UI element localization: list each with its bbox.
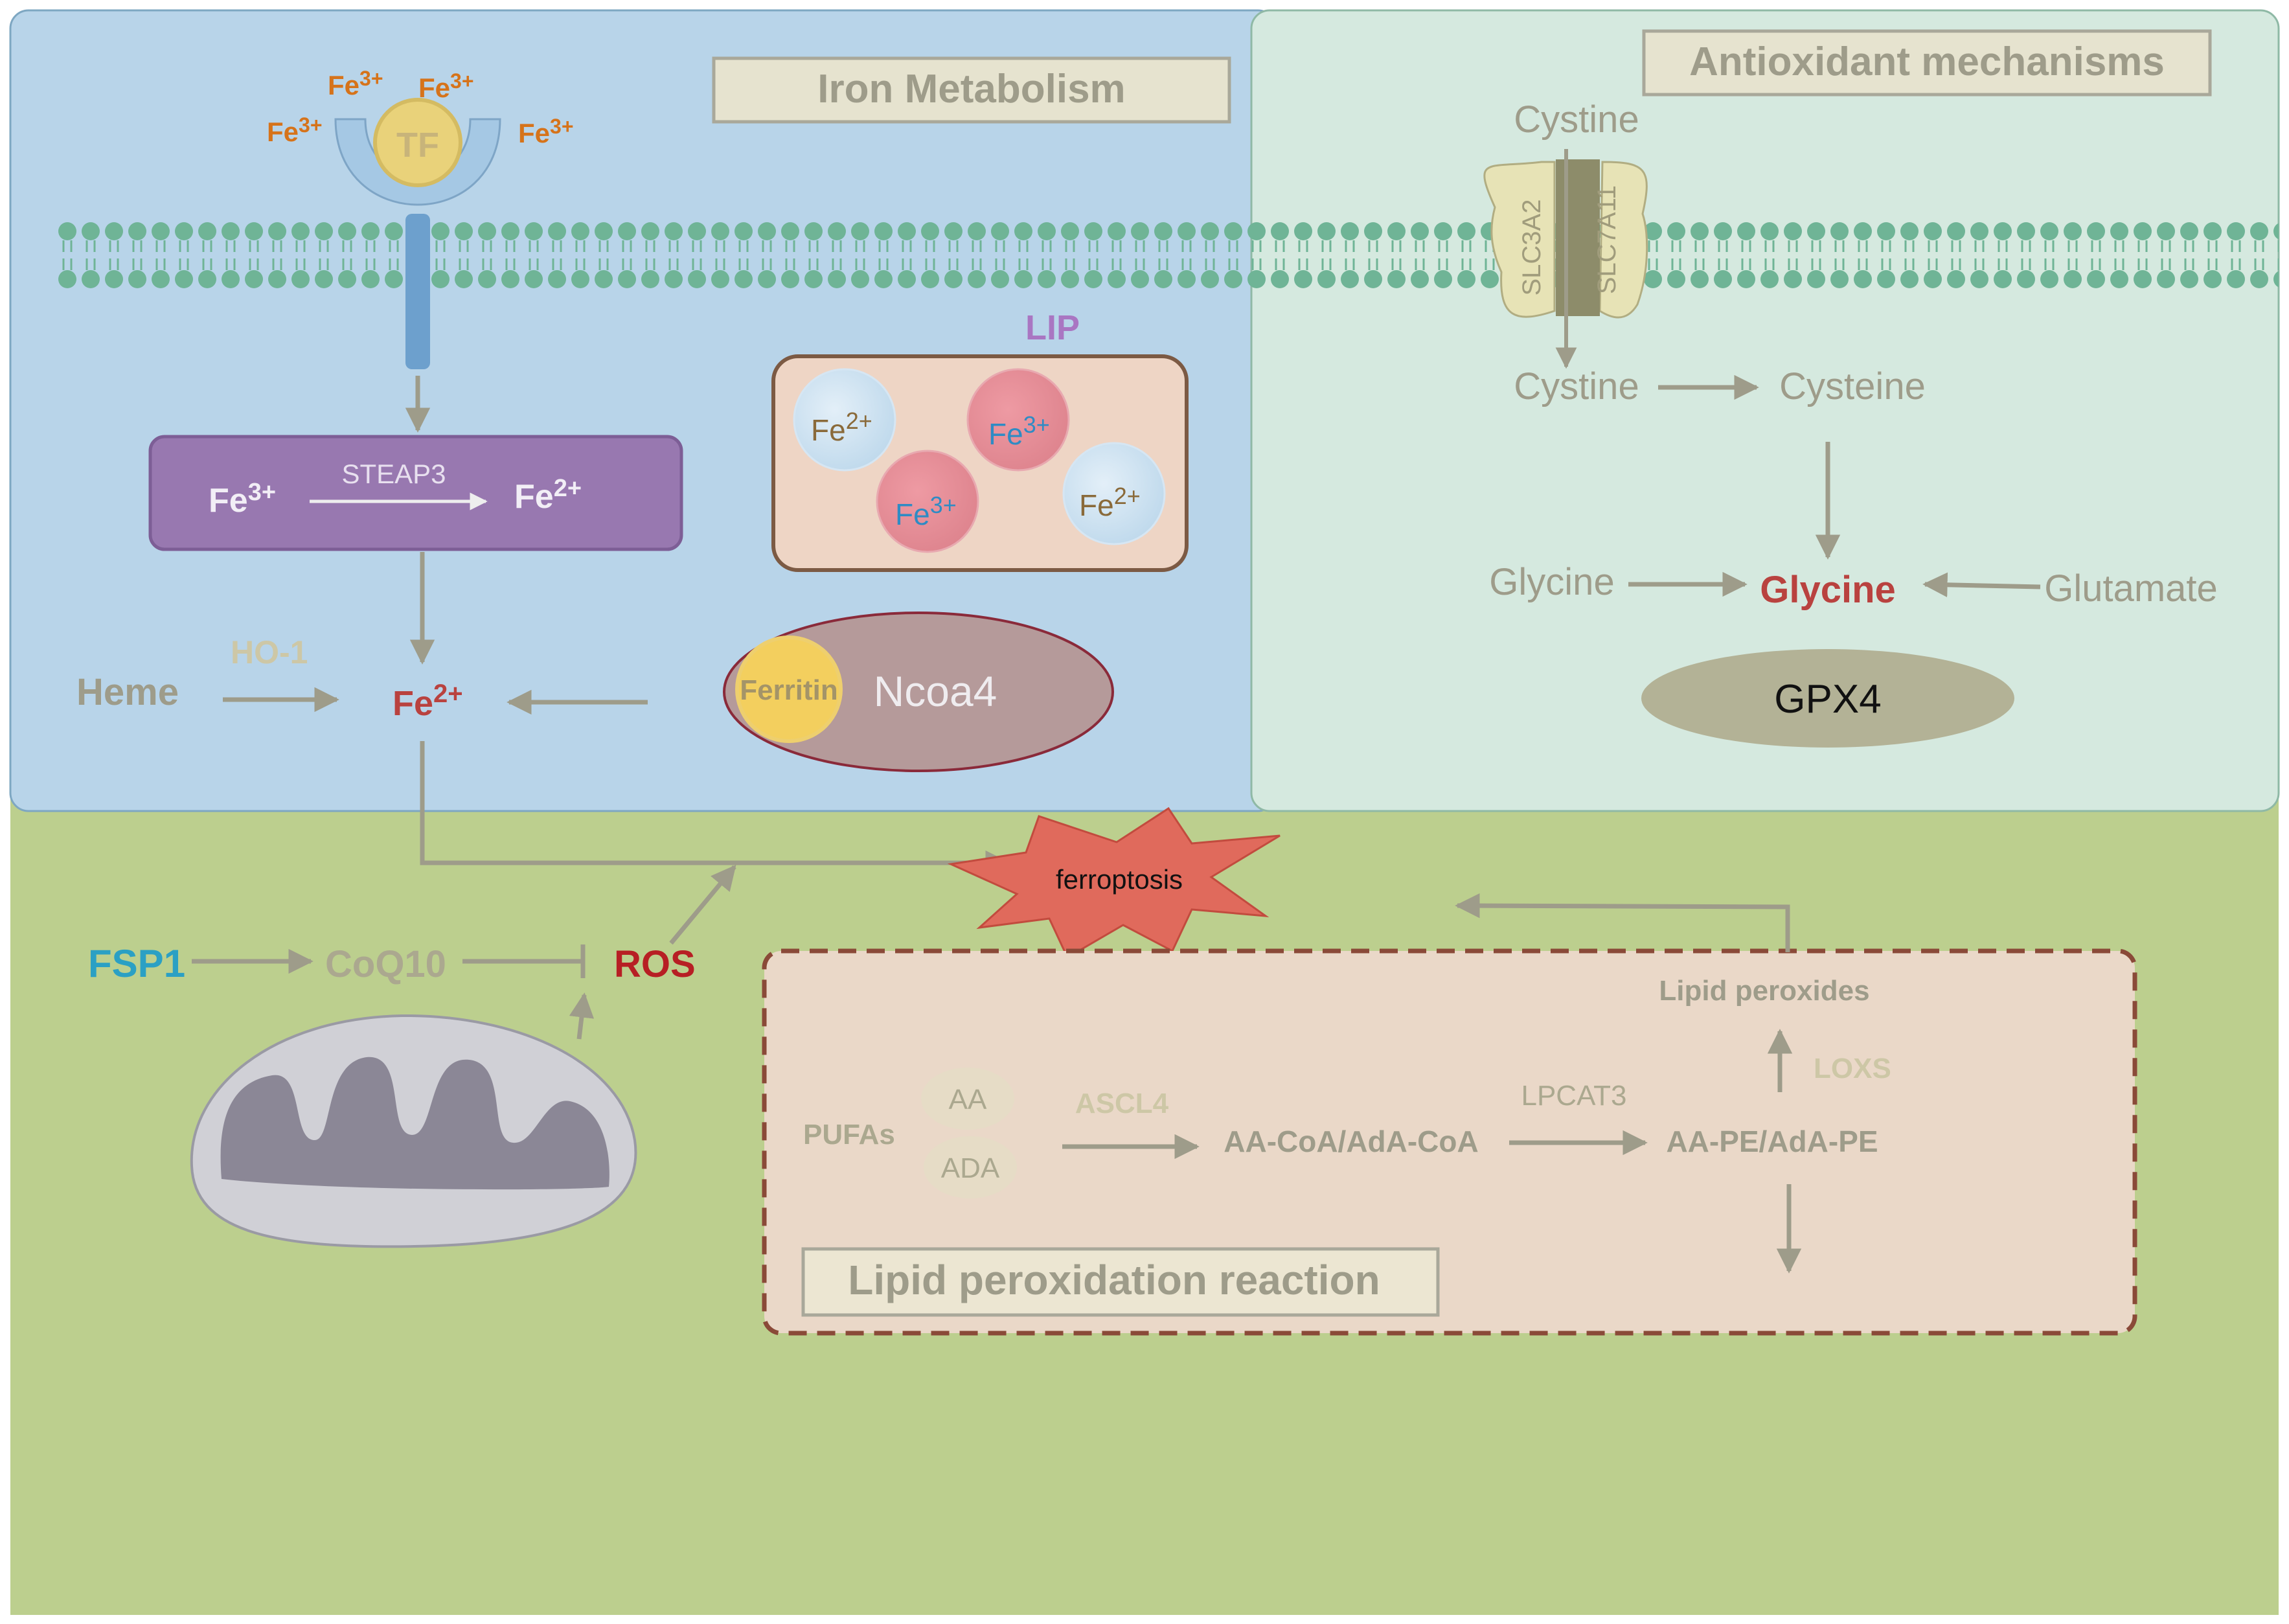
cell-membrane [56,220,2279,291]
steap3-fe2-label: Fe2+ [514,475,582,516]
tf-receptor-stalk [405,214,430,369]
ho1-label: HO-1 [231,634,308,670]
aa-label: AA [949,1084,987,1115]
tf-label: TF [396,126,439,165]
pufas-label: PUFAs [803,1119,895,1150]
lip-fe3-label: Fe3+ [895,492,957,531]
ros-label: ROS [614,943,696,985]
ada-bubble [924,1136,1017,1198]
steap3-reduction-box [148,435,683,551]
aa-coa-label: AA-CoA/AdA-CoA [1224,1125,1478,1158]
fe3-ion-label: Fe3+ [328,67,383,100]
arrow-fe2-to-ferroptosis [420,741,1010,876]
arrow-glutamate-to-glycine [1922,572,2041,598]
lipid-title-box [801,1247,1440,1317]
lip-fe2-ion [793,368,896,472]
steap3-label: STEAP3 [341,459,446,489]
fe3-ion-label: Fe3+ [518,115,574,148]
arrow-mitochondria-to-ros [569,992,595,1040]
iron-metabolism-title: Iron Metabolism [817,67,1125,111]
lipid-peroxides-label: Lipid peroxides [1659,975,1869,1007]
heme-label: Heme [76,671,179,713]
antioxidant-mechanisms-title: Antioxidant mechanisms [1689,40,2165,84]
extracellular-cystine-label: Cystine [1514,98,1639,141]
loxs-label: LOXS [1814,1053,1891,1084]
lip-fe2-label: Fe2+ [1079,483,1141,522]
ascl4-label: ASCL4 [1075,1088,1169,1119]
ferroptosis-label: ferroptosis [1056,864,1183,895]
lip-fe3-ion [876,450,979,553]
arrow-ros-to-ferroptosis [669,865,736,945]
glycine-substrate-label: Glycine [1489,561,1614,603]
lip-label: LIP [1025,308,1080,347]
fe3-ion-label: Fe3+ [418,69,474,103]
steap3-fe3-label: Fe3+ [209,479,276,520]
aa-bubble [921,1068,1014,1130]
free-fe2-label: Fe2+ [393,680,463,723]
aa-pe-label: AA-PE/AdA-PE [1666,1125,1878,1158]
lpcat3-label: LPCAT3 [1521,1080,1626,1112]
fe3-ion-label: Fe3+ [267,113,323,147]
arrow-lipid-peroxides-up [1455,893,1790,919]
intracellular-cystine-label: Cystine [1514,365,1639,407]
slc3a2-label: SLC3A2 [1518,200,1546,296]
glutamate-label: Glutamate [2044,567,2218,610]
antioxidant-title-box [1642,29,2212,97]
transporter-channel [1556,159,1600,316]
lipid-peroxidation-title: Lipid peroxidation reaction [848,1257,1380,1303]
mitochondrion-cristae [220,1057,609,1190]
ncoa4-label: Ncoa4 [874,667,997,715]
fsp1-label: FSP1 [88,942,185,985]
lip-fe2-ion [1062,442,1166,545]
gpx4-label: GPX4 [1774,677,1881,722]
ferritin-label: Ferritin [740,674,838,706]
lip-fe3-ion [966,368,1070,472]
slc3a2-subunit [1483,161,1556,318]
ferritin-ball [735,635,843,743]
cysteine-label: Cysteine [1779,365,1926,407]
gpx4-enzyme [1641,649,2014,748]
slc7a11-subunit [1599,161,1648,319]
ada-label: ADA [941,1152,1000,1184]
lip-fe2-label: Fe2+ [811,407,872,447]
coq10-label: CoQ10 [325,943,446,985]
lip-fe3-label: Fe3+ [988,411,1050,451]
iron-title-box [712,56,1231,124]
transferrin-ball [373,98,462,187]
slc7a11-label: SLC7A11 [1593,185,1621,294]
glycine-product-label: Glycine [1760,569,1896,611]
